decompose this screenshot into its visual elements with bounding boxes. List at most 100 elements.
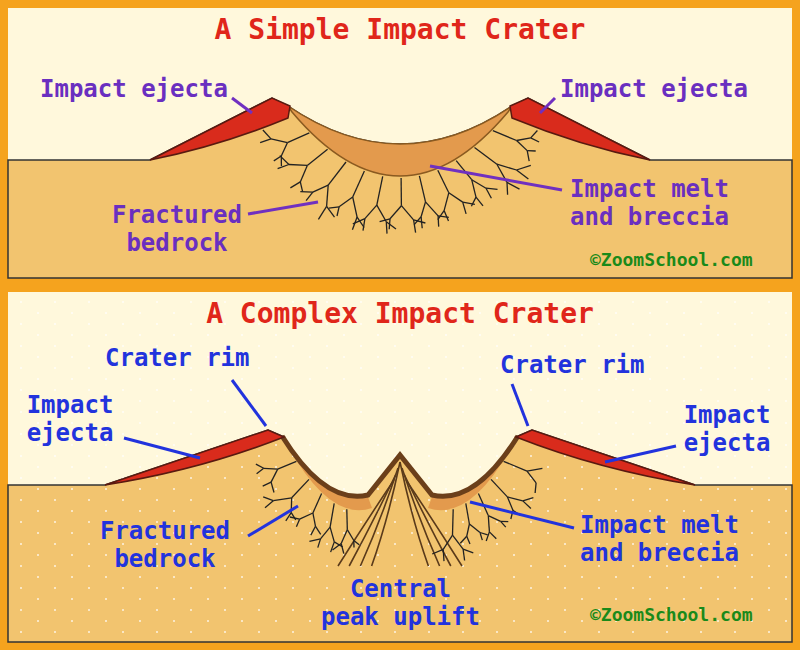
part-label: Impact ejecta	[15, 392, 125, 447]
fracture-line	[517, 165, 531, 170]
fracture-line	[523, 501, 531, 509]
fracture-line	[527, 471, 536, 483]
fracture-line	[486, 532, 489, 541]
fracture-line	[527, 468, 542, 471]
fracture-line	[466, 503, 470, 524]
fracture-line	[426, 202, 439, 216]
fracture-line	[480, 533, 482, 541]
fracture-line	[337, 207, 339, 216]
ejecta	[516, 430, 695, 485]
part-label: Fractured bedrock	[92, 202, 262, 257]
fracture-line	[353, 541, 355, 548]
fracture-line	[271, 482, 274, 492]
fracture-line	[321, 527, 331, 539]
part-label: Impact ejecta	[40, 76, 270, 104]
fracture-line	[467, 524, 470, 536]
fracture-line	[517, 141, 528, 151]
part-label: Impact melt and breccia	[580, 512, 765, 567]
fracture-line	[386, 222, 388, 234]
fracture-line	[449, 193, 463, 202]
fracture-line	[443, 549, 445, 561]
fracture-line	[300, 513, 313, 519]
fracture-line	[380, 219, 390, 222]
fracture-line	[278, 165, 289, 169]
fracture-line	[313, 185, 328, 192]
melt-lens	[286, 442, 372, 510]
fracture-line	[506, 182, 508, 194]
part-label: Impact ejecta	[560, 76, 780, 104]
fracture-line	[421, 217, 422, 229]
leader-lines	[232, 98, 562, 214]
fracture-line	[438, 211, 444, 220]
fracture-line	[488, 516, 489, 532]
fracture-line	[438, 170, 449, 193]
fracture-line	[460, 536, 466, 543]
fracture-line	[290, 517, 300, 519]
fracture-line	[341, 530, 347, 544]
fracture-line	[386, 222, 396, 229]
fracture-line	[330, 527, 334, 542]
crater-floor	[282, 436, 518, 496]
fracture-line	[444, 211, 448, 221]
fracture-line	[316, 526, 321, 534]
fracture-line	[476, 197, 483, 206]
fracture-line	[517, 170, 529, 179]
fracture-line	[452, 509, 454, 535]
fracture-line	[467, 536, 470, 544]
fracture-line	[346, 509, 348, 529]
fracture-line	[531, 138, 539, 142]
fracture-line	[414, 217, 421, 225]
fracture-line	[421, 202, 425, 217]
fracture-line	[365, 205, 377, 219]
fracture-line	[463, 549, 465, 560]
fracture-line	[300, 165, 307, 182]
fracture-line	[486, 188, 498, 189]
fracture-line	[307, 149, 327, 165]
fracture-line	[432, 549, 443, 554]
fracture-line	[354, 541, 359, 545]
fracture-line	[328, 162, 346, 185]
panel-title: A Complex Impact Crater	[150, 298, 650, 330]
fracture-line	[486, 188, 491, 198]
fracture-line	[300, 191, 313, 193]
fracture-line	[389, 219, 391, 229]
panel-title: A Simple Impact Crater	[150, 14, 650, 46]
fracture-line	[377, 205, 387, 222]
fracture-line	[400, 178, 402, 206]
fracture-line	[475, 148, 497, 165]
fracture-line	[390, 206, 401, 219]
fracture-line	[507, 497, 522, 501]
fracture-line	[353, 219, 365, 224]
fracture-line	[472, 180, 476, 197]
part-label: Impact ejecta	[672, 402, 782, 457]
fracture-line	[489, 532, 496, 539]
dot-texture	[8, 292, 792, 642]
fracture-line	[527, 150, 536, 152]
ejecta	[150, 98, 290, 160]
fracture-line	[263, 482, 271, 486]
melt-lens	[288, 106, 512, 176]
sky	[8, 292, 792, 642]
fracture-line	[471, 197, 476, 206]
fracture-line	[289, 164, 307, 166]
fracture-line	[377, 176, 383, 205]
fracture-line	[309, 539, 320, 542]
fracture-line	[493, 131, 517, 141]
fracture-line	[504, 461, 527, 471]
fracture-line	[333, 544, 342, 550]
fracture-line	[363, 219, 365, 231]
fracture-line	[419, 176, 425, 202]
uplift-stratum	[406, 480, 462, 566]
fracture-line	[527, 151, 529, 162]
sky	[8, 8, 792, 278]
fracture-line	[300, 182, 302, 192]
fracture-line	[257, 468, 264, 473]
fracture-line	[263, 497, 273, 501]
part-label: Crater rim	[105, 345, 265, 373]
fractures	[256, 461, 543, 561]
fracture-line	[278, 461, 297, 469]
fracture-line	[327, 185, 329, 206]
uplift-stratum	[338, 480, 394, 566]
fracture-line	[443, 535, 452, 549]
fracture-line	[347, 530, 354, 541]
